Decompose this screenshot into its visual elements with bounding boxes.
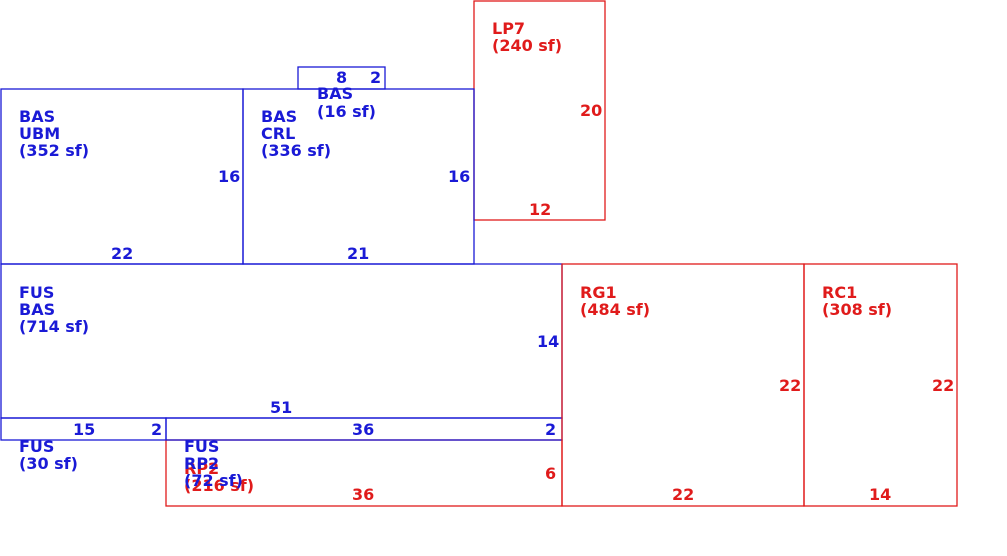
bas-crl-dim-bottom: 21 [347,244,369,263]
rg1-dim-right: 22 [779,376,801,395]
bas-ubm-label: BAS [19,107,55,126]
fus-rp2-dim-top: 36 [352,420,374,439]
fus-small-label: FUS [19,437,54,456]
bas-crl-label: BAS [261,107,297,126]
rp2-dim-right: 6 [545,464,556,483]
rp2-dim-bottom: 36 [352,485,374,504]
fus-rp2-area: (72 sf) [184,471,243,490]
fus-bas-area: (714 sf) [19,317,89,336]
bas-small-dim-top: 8 [336,68,347,87]
fus-bas-sub: BAS [19,300,55,319]
rp2-area: (216 sf) [184,476,254,495]
rc1-dim-bottom: 14 [869,485,891,504]
lp7-area: (240 sf) [492,36,562,55]
rc1-area: (308 sf) [822,300,892,319]
bas-small-label: BAS [317,84,353,103]
bas-ubm-dim-right: 16 [218,167,240,186]
lp7-dim-right: 20 [580,101,602,120]
bas-crl-sub: CRL [261,124,295,143]
bas-ubm-area: (352 sf) [19,141,89,160]
fus-bas-dim-right: 14 [537,332,559,351]
bas-ubm-dim-bottom: 22 [111,244,133,263]
bas-small-area: (16 sf) [317,102,376,121]
bas-crl-area: (336 sf) [261,141,331,160]
rg1-label: RG1 [580,283,617,302]
fus-small-area: (30 sf) [19,454,78,473]
bas-ubm-sub: UBM [19,124,60,143]
lp7-label: LP7 [492,19,525,38]
rc1-outline [803,263,958,507]
rc1-label: RC1 [822,283,857,302]
fus-rp2-dim-right: 2 [545,420,556,439]
fus-bas-outline [0,263,563,419]
fus-small-dim-right: 2 [151,420,162,439]
fus-bas-dim-bottom: 51 [270,398,292,417]
bas-crl-dim-right: 16 [448,167,470,186]
rg1-area: (484 sf) [580,300,650,319]
lp7-dim-bottom: 12 [529,200,551,219]
fus-rp2-label: FUS [184,437,219,456]
rg1-dim-bottom: 22 [672,485,694,504]
fus-bas-label: FUS [19,283,54,302]
rc1-dim-right: 22 [932,376,954,395]
bas-small-dim-right: 2 [370,68,381,87]
fus-small-dim-top: 15 [73,420,95,439]
fus-rp2-sub: RP2 [184,454,219,473]
rp2-label: RP2 [184,459,219,478]
